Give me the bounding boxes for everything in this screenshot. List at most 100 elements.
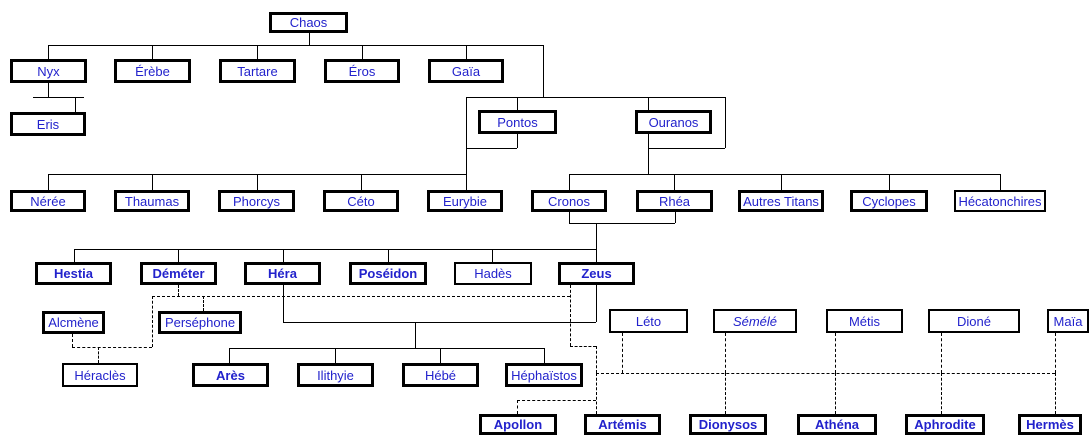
node-label-aphrodite[interactable]: Aphrodite: [914, 417, 976, 432]
node-gaia: Gaïa: [428, 59, 504, 83]
node-leto: Léto: [609, 309, 688, 333]
node-tartare: Tartare: [219, 59, 296, 83]
node-label-demeter[interactable]: Déméter: [152, 266, 205, 281]
node-neree: Nérée: [10, 190, 86, 212]
family-connector-line: [1000, 174, 1001, 190]
node-label-hestia[interactable]: Hestia: [53, 266, 94, 281]
node-metis: Métis: [826, 309, 903, 333]
node-label-heracles[interactable]: Héraclès: [74, 367, 126, 383]
node-label-ceto[interactable]: Céto: [347, 193, 375, 209]
family-connector-line: [229, 348, 230, 363]
node-label-chaos[interactable]: Chaos: [289, 15, 328, 30]
node-label-semele[interactable]: Sémélé: [732, 313, 778, 329]
family-connector-line: [569, 223, 675, 224]
family-connector-line: [48, 45, 543, 46]
node-ilithyie: Ilithyie: [297, 363, 374, 387]
family-connector-line: [466, 45, 467, 59]
node-hades: Hadès: [454, 262, 532, 285]
node-eris: Eris: [10, 112, 86, 136]
node-label-hebe[interactable]: Hébé: [424, 367, 457, 383]
node-hermes: Hermès: [1018, 414, 1082, 435]
node-label-dionysos[interactable]: Dionysos: [698, 417, 758, 432]
node-label-phorcys[interactable]: Phorcys: [233, 193, 280, 209]
node-label-pontos[interactable]: Pontos: [497, 114, 538, 130]
node-rhea: Rhéa: [636, 190, 713, 212]
family-connector-line: [543, 45, 544, 97]
node-label-athena[interactable]: Athéna: [814, 417, 860, 432]
node-label-erebe[interactable]: Érèbe: [135, 63, 170, 79]
node-label-neree[interactable]: Nérée: [30, 193, 66, 209]
node-label-nyx[interactable]: Nyx: [37, 63, 60, 79]
node-eurybie: Eurybie: [427, 190, 503, 212]
liaison-connector-line: [835, 333, 836, 373]
family-connector-line: [415, 322, 416, 348]
node-hera: Héra: [244, 262, 321, 285]
node-label-eros[interactable]: Éros: [348, 63, 376, 79]
family-connector-line: [596, 223, 597, 249]
node-autres-titans: Autres Titans: [738, 190, 824, 212]
node-label-hades[interactable]: Hadès: [474, 266, 512, 281]
node-athena: Athéna: [797, 414, 877, 435]
family-connector-line: [466, 97, 725, 98]
node-label-leto[interactable]: Léto: [635, 313, 662, 329]
node-label-metis[interactable]: Métis: [848, 313, 881, 329]
node-artemis: Artémis: [584, 414, 661, 435]
node-label-persephone[interactable]: Perséphone: [164, 315, 236, 330]
node-poseidon: Poséidon: [349, 262, 427, 285]
family-connector-line: [75, 97, 76, 112]
node-label-ouranos[interactable]: Ouranos: [648, 114, 699, 130]
node-label-tartare[interactable]: Tartare: [237, 63, 278, 79]
node-label-ilithyie[interactable]: Ilithyie: [317, 367, 354, 383]
liaison-connector-line: [941, 333, 942, 373]
node-label-gaia[interactable]: Gaïa: [451, 63, 481, 79]
family-connector-line: [283, 322, 596, 323]
node-nyx: Nyx: [10, 59, 87, 83]
node-label-cyclopes[interactable]: Cyclopes: [862, 193, 916, 209]
node-label-eurybie[interactable]: Eurybie: [442, 193, 488, 209]
node-phorcys: Phorcys: [218, 190, 295, 212]
liaison-connector-line: [622, 333, 623, 373]
node-label-alcmene[interactable]: Alcmène: [48, 315, 99, 330]
liaison-connector-line: [98, 347, 99, 363]
node-dione: Dioné: [928, 309, 1020, 333]
node-label-maia[interactable]: Maïa: [1053, 313, 1083, 329]
family-connector-line: [569, 174, 1000, 175]
family-connector-line: [33, 97, 84, 98]
node-ares: Arès: [192, 363, 269, 387]
family-connector-line: [544, 348, 545, 363]
node-label-cronos[interactable]: Cronos: [548, 193, 590, 209]
family-connector-line: [648, 97, 649, 110]
family-connector-line: [361, 174, 362, 190]
node-label-eris[interactable]: Eris: [36, 116, 60, 132]
node-ouranos: Ouranos: [635, 110, 712, 134]
node-label-ares[interactable]: Arès: [216, 367, 245, 383]
liaison-connector-line: [517, 400, 596, 401]
node-label-rhea[interactable]: Rhéa: [658, 193, 691, 209]
node-label-hecatonchires[interactable]: Hécatonchires: [958, 193, 1042, 209]
family-connector-line: [889, 174, 890, 190]
liaison-connector-line: [517, 400, 518, 414]
family-connector-line: [362, 45, 363, 59]
liaison-connector-line: [570, 285, 571, 346]
node-alcmene: Alcmène: [42, 311, 105, 334]
node-label-thaumas[interactable]: Thaumas: [124, 193, 180, 209]
node-label-hera[interactable]: Héra: [268, 266, 297, 281]
liaison-connector-line: [1055, 333, 1056, 373]
family-connector-line: [309, 33, 310, 45]
node-label-autres-titans[interactable]: Autres Titans: [743, 193, 819, 209]
liaison-connector-line: [178, 285, 179, 296]
node-label-apollon[interactable]: Apollon: [493, 417, 543, 432]
node-label-dione[interactable]: Dioné: [957, 313, 991, 329]
family-connector-line: [74, 249, 596, 250]
node-label-zeus[interactable]: Zeus: [581, 266, 612, 281]
node-label-poseidon[interactable]: Poséidon: [358, 266, 418, 281]
node-dionysos: Dionysos: [689, 414, 767, 435]
liaison-connector-line: [835, 373, 836, 414]
family-connector-line: [517, 134, 518, 148]
node-label-hephaistos[interactable]: Héphaïstos: [511, 367, 577, 383]
family-connector-line: [466, 148, 517, 149]
family-connector-line: [48, 83, 49, 97]
node-apollon: Apollon: [479, 414, 557, 435]
node-label-hermes[interactable]: Hermès: [1026, 417, 1074, 432]
node-label-artemis[interactable]: Artémis: [598, 417, 647, 432]
